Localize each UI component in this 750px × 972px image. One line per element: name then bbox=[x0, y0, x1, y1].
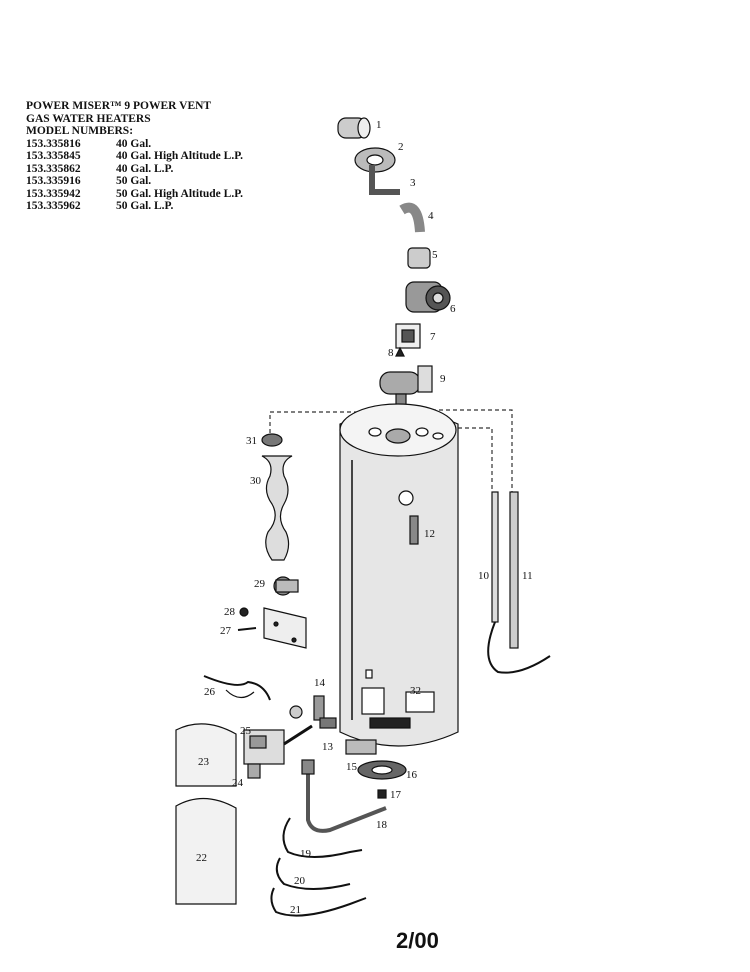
part-11-anode bbox=[509, 491, 519, 649]
part-4-elbow bbox=[399, 202, 425, 233]
header-model-label: MODEL NUMBERS: bbox=[26, 125, 134, 137]
part-7-gasket bbox=[395, 323, 421, 349]
callout-17: 17 bbox=[390, 789, 402, 801]
water-heater-tank bbox=[339, 403, 459, 747]
callout-26: 26 bbox=[204, 686, 216, 698]
callout-23: 23 bbox=[198, 756, 210, 768]
part-14-fitting bbox=[313, 695, 325, 721]
callout-10: 10 bbox=[478, 570, 490, 582]
part-30-flex-pipe bbox=[261, 455, 293, 561]
part-12-fitting bbox=[409, 515, 419, 545]
callout-12: 12 bbox=[424, 528, 435, 540]
part-3-vent-pipe bbox=[369, 165, 400, 195]
part-6-blower bbox=[405, 281, 451, 313]
part-16-burner bbox=[357, 760, 407, 780]
part-17-orifice bbox=[377, 789, 387, 799]
callout-22: 22 bbox=[196, 852, 207, 864]
control-bracket bbox=[263, 607, 307, 649]
part-10-dip-tube bbox=[487, 491, 551, 674]
callout-9: 9 bbox=[440, 373, 446, 385]
part-20-thermocouple bbox=[275, 857, 351, 890]
header-subtitle: GAS WATER HEATERS bbox=[26, 112, 151, 125]
part-8-screw bbox=[395, 346, 405, 357]
callout-5: 5 bbox=[432, 249, 438, 261]
callout-30: 30 bbox=[250, 475, 262, 487]
callout-25: 25 bbox=[240, 725, 252, 737]
callout-18: 18 bbox=[376, 819, 388, 831]
part-22-outer-door bbox=[175, 797, 237, 905]
part-27-clip bbox=[237, 627, 257, 631]
part-2-vent-collar bbox=[354, 147, 396, 173]
part-23-inner-door bbox=[175, 723, 237, 787]
callout-6: 6 bbox=[450, 303, 456, 315]
callout-11: 11 bbox=[522, 570, 533, 582]
callout-27: 27 bbox=[220, 625, 232, 637]
callout-15: 15 bbox=[346, 761, 358, 773]
callout-19: 19 bbox=[300, 848, 312, 860]
part-15-deflector bbox=[345, 739, 377, 755]
callout-14: 14 bbox=[314, 677, 326, 689]
callout-2: 2 bbox=[398, 141, 404, 153]
callout-28: 28 bbox=[224, 606, 236, 618]
part-21-igniter-wire bbox=[270, 887, 367, 917]
part-24-gas-valve bbox=[243, 724, 313, 779]
part-9-adapter bbox=[379, 365, 433, 409]
part-29-switch bbox=[273, 576, 299, 596]
callout-4: 4 bbox=[428, 210, 434, 222]
callout-20: 20 bbox=[294, 875, 306, 887]
part-26-cord bbox=[203, 675, 271, 701]
part-18-manifold bbox=[301, 759, 387, 833]
callout-21: 21 bbox=[290, 904, 301, 916]
callout-31: 31 bbox=[246, 435, 257, 447]
part-28-screw bbox=[239, 607, 249, 617]
header-title: POWER MISER™ 9 POWER VENT bbox=[26, 100, 212, 112]
callout-13: 13 bbox=[322, 741, 334, 753]
callout-8: 8 bbox=[388, 347, 394, 359]
callout-labels: 1 2 3 4 5 6 7 8 9 10 11 12 13 14 15 16 1… bbox=[196, 119, 533, 916]
callout-1: 1 bbox=[376, 119, 382, 131]
part-19-pilot-tube bbox=[282, 817, 363, 858]
part-5-coupling bbox=[407, 247, 431, 269]
callout-32: 32 bbox=[410, 685, 421, 697]
callout-3: 3 bbox=[410, 177, 416, 189]
callout-7: 7 bbox=[430, 331, 436, 343]
callout-16: 16 bbox=[406, 769, 418, 781]
model-header: POWER MISER™ 9 POWER VENT GAS WATER HEAT… bbox=[26, 100, 326, 213]
part-1-vent-cap bbox=[337, 117, 371, 139]
revision-date: 2/00 bbox=[396, 928, 439, 953]
part-31-ring bbox=[261, 433, 283, 447]
callout-24: 24 bbox=[232, 777, 244, 789]
part-13-nut bbox=[289, 705, 337, 729]
callout-29: 29 bbox=[254, 578, 266, 590]
